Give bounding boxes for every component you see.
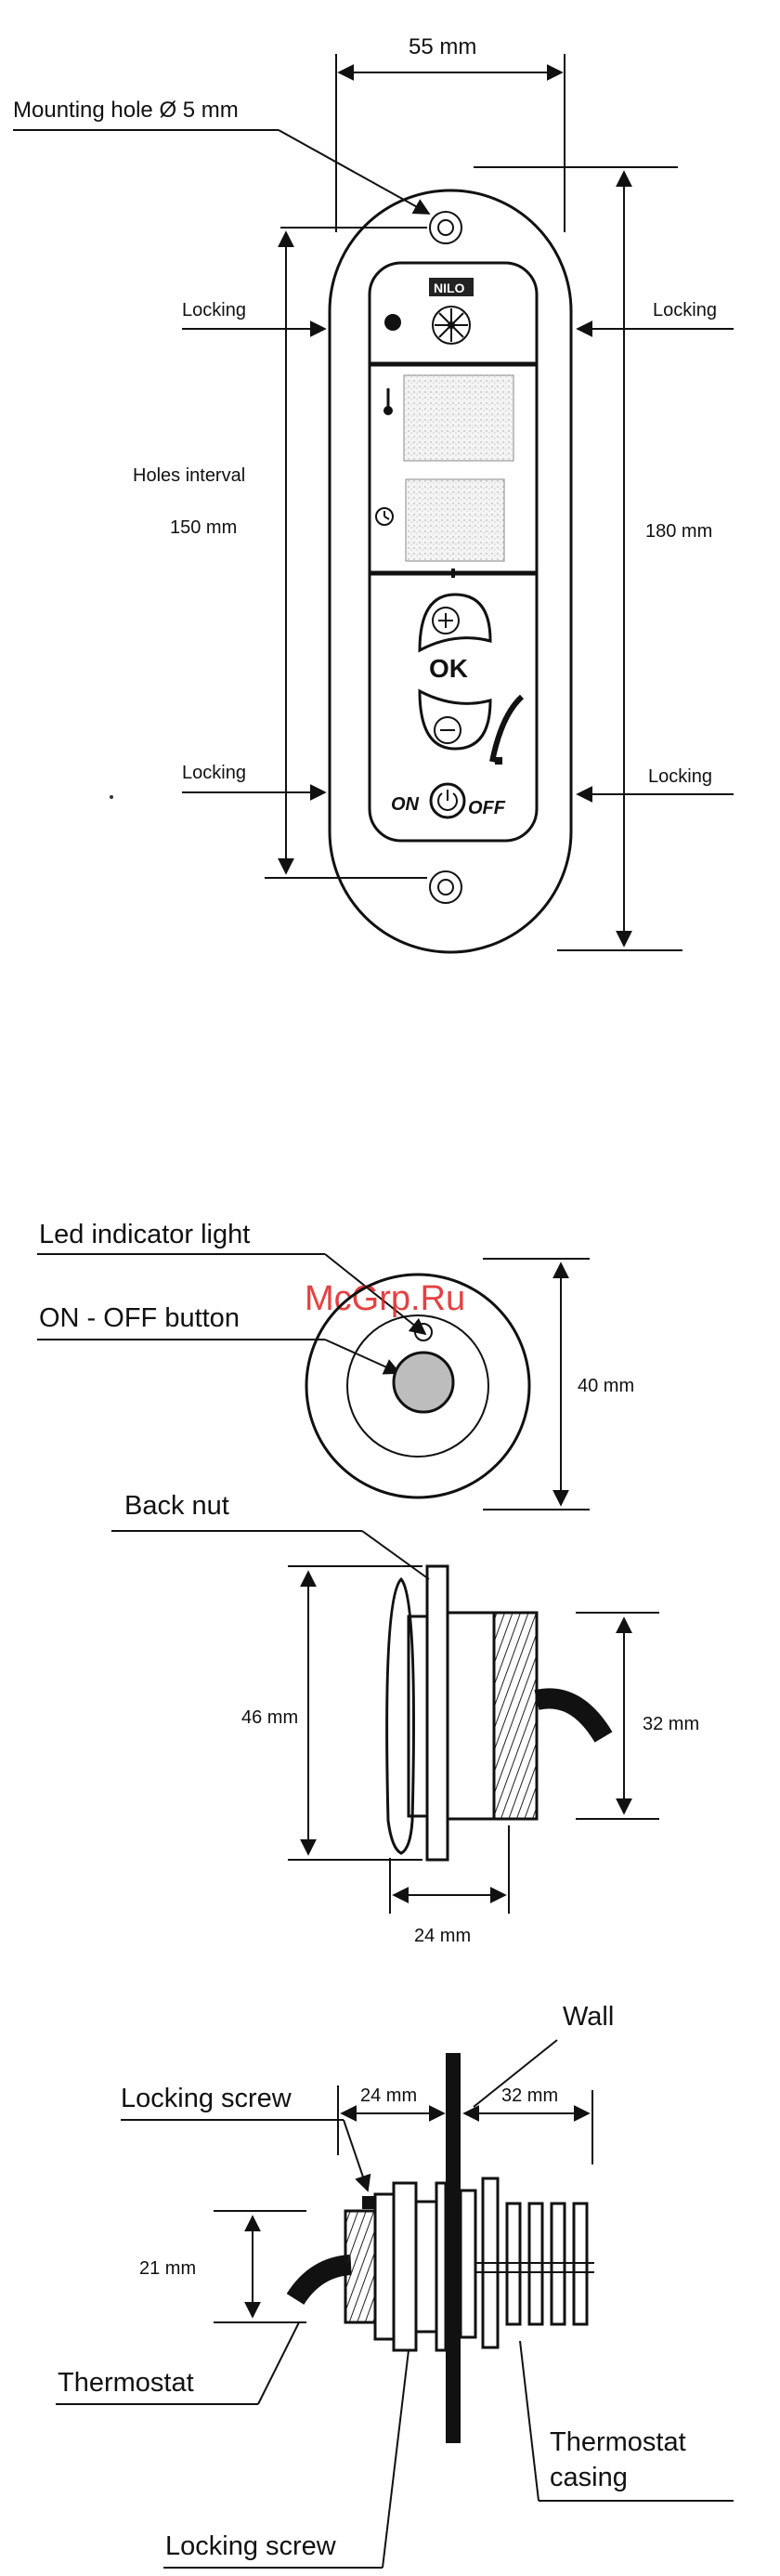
- height-label: 180 mm: [645, 521, 712, 542]
- install-right-dim-label: 32 mm: [501, 2086, 558, 2106]
- ok-label: OK: [429, 654, 468, 683]
- temperature-icon: [384, 388, 393, 415]
- locking-label-bottom-right: Locking: [648, 766, 712, 787]
- top-mounting-hole-icon: [430, 212, 462, 243]
- temperature-display: [404, 375, 514, 461]
- install-height-label: 21 mm: [139, 2258, 196, 2279]
- front-view: 55 mm Mounting hole Ø 5 mm NILO: [13, 34, 734, 952]
- cable-icon: [537, 1698, 604, 1737]
- side-height-label: 46 mm: [241, 1707, 298, 1728]
- install-view: Wall Locking screw 24 mm 32 mm 21 mm: [56, 2002, 734, 2568]
- locking-label-top-right: Locking: [653, 300, 717, 320]
- back-nut-label: Back nut: [124, 1491, 229, 1521]
- locking-label-bottom-left: Locking: [182, 763, 246, 783]
- on-off-button[interactable]: [431, 784, 464, 817]
- wall: [446, 2053, 461, 2443]
- install-left-dim-label: 24 mm: [360, 2086, 417, 2106]
- off-label: OFF: [468, 798, 506, 818]
- led-indicator-label: Led indicator light: [39, 1220, 250, 1249]
- watermark: McGrp.Ru: [305, 1279, 465, 1318]
- locking-screw-bottom-label: Locking screw: [165, 2531, 337, 2561]
- bottom-mounting-hole-icon: [430, 871, 462, 903]
- plus-icon: [433, 608, 459, 634]
- thermostat-cable-icon: [295, 2265, 351, 2299]
- casing-flange: [461, 2190, 475, 2337]
- on-label: ON: [391, 794, 420, 815]
- holes-interval-label: Holes interval: [133, 465, 245, 486]
- wall-label: Wall: [563, 2002, 614, 2032]
- thermostat-label: Thermostat: [58, 2368, 194, 2398]
- thread-label: 32 mm: [643, 1714, 699, 1734]
- width-label: 55 mm: [409, 34, 476, 59]
- plus-button[interactable]: [420, 595, 490, 650]
- holes-interval-value: 150 mm: [170, 517, 237, 538]
- locking-label-top-left: Locking: [182, 300, 246, 320]
- diameter-label: 40 mm: [578, 1376, 634, 1396]
- thermostat-thread: [345, 2211, 375, 2322]
- led-dot-icon: [384, 314, 401, 331]
- button-view: Led indicator light ON - OFF button McGr…: [37, 1220, 634, 1510]
- casing-label-line2: casing: [550, 2463, 628, 2492]
- locking-screw-top-label: Locking screw: [121, 2084, 292, 2113]
- depth-label: 24 mm: [414, 1926, 471, 1946]
- side-view: Back nut 46 mm 32 mm 24 mm: [111, 1491, 699, 1946]
- threaded-body: [494, 1613, 537, 1819]
- brand-label: NILO: [434, 281, 465, 295]
- locking-nut: [416, 2202, 436, 2332]
- time-display: [406, 479, 504, 561]
- ramp-icon: [492, 697, 522, 762]
- onoff-button-label: ON - OFF button: [39, 1303, 240, 1333]
- back-nut: [427, 1566, 448, 1860]
- clock-icon: [376, 508, 393, 525]
- minus-icon: [435, 717, 461, 743]
- fan-icon: [433, 307, 470, 344]
- casing-label-line1: Thermostat: [550, 2427, 686, 2457]
- onoff-button-icon: [394, 1353, 453, 1412]
- mounting-hole-label: Mounting hole Ø 5 mm: [13, 98, 239, 123]
